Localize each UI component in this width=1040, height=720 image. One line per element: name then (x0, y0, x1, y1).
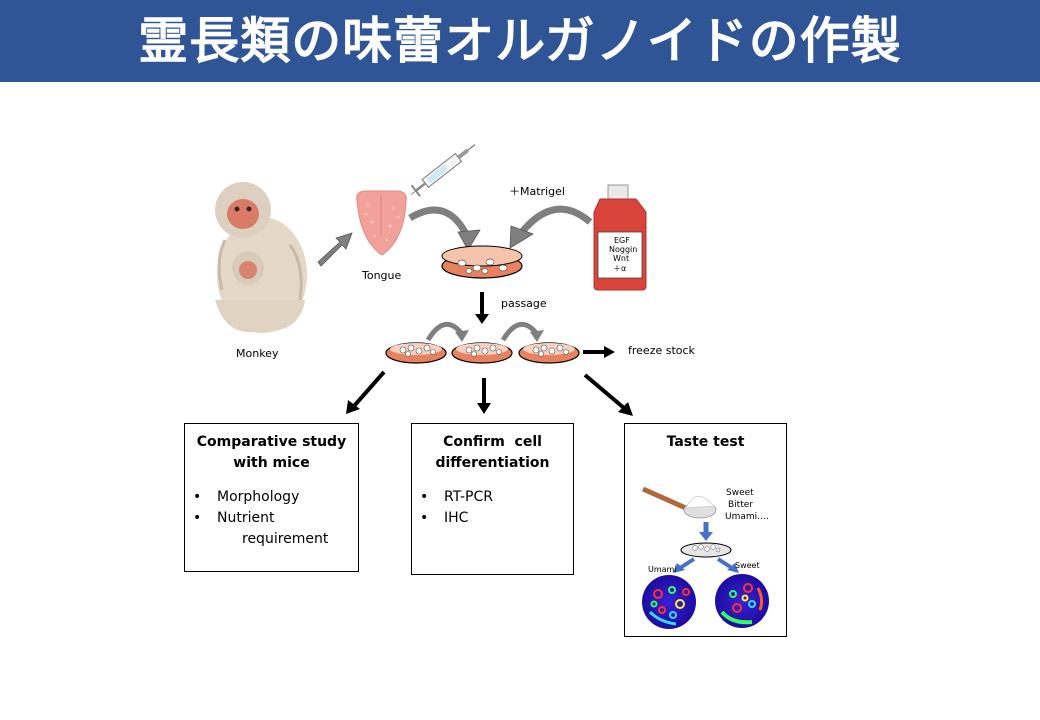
arrowhead-taste (618, 402, 633, 416)
medium-plus-alpha: ＋α (613, 264, 627, 273)
comparative-title-line2: with mice (233, 455, 310, 471)
sweet-label: Sweet (735, 561, 760, 570)
tongue-illustration (356, 190, 407, 256)
monkey-illustration (215, 182, 307, 333)
passage-dishes (385, 342, 580, 364)
list-item-requirement: requirement (242, 531, 329, 547)
list-item-ihc: IHC (414, 508, 573, 529)
tongue-arrowhead (457, 229, 481, 251)
transfer-arrowhead-1 (455, 330, 469, 342)
comparative-study-box: Comparative study with mice Morphology N… (184, 423, 359, 572)
culture-dish (441, 245, 523, 279)
arrowhead-comparative (346, 400, 360, 414)
passage-arrowhead (475, 314, 489, 324)
title-bar: 霊長類の味蕾オルガノイドの作製 (0, 0, 1040, 82)
medium-egf: EGF (614, 236, 630, 245)
passage-dish-1 (385, 342, 447, 364)
tastant-bitter: Bitter (728, 500, 753, 510)
transfer-arrowhead-2 (530, 330, 544, 342)
arrowhead-confirm (477, 403, 491, 414)
matrigel-label: ＋Matrigel (509, 185, 565, 198)
comparative-title-line1: Comparative study (196, 434, 347, 450)
tongue-to-dish-arrow (408, 206, 472, 240)
page-title: 霊長類の味蕾オルガノイドの作製 (138, 12, 902, 70)
arrow-to-comparative (352, 370, 386, 408)
syringe-icon (410, 144, 476, 197)
list-item-morphology: Morphology (187, 487, 358, 508)
umami-imaging (642, 575, 696, 629)
umami-label: Umami (648, 565, 677, 574)
arrow-to-taste (583, 373, 626, 410)
blue-arrow-right (716, 557, 734, 570)
blue-arrowhead-left (673, 563, 685, 573)
medium-arrowhead (509, 225, 534, 249)
monkey-label: Monkey (236, 347, 279, 360)
taste-dish (680, 542, 732, 558)
blue-arrowhead-right (727, 563, 739, 573)
confirm-title-line2: differentiation (435, 455, 550, 471)
confirm-differentiation-box: Confirm cell differentiation RT-PCR IHC (411, 423, 574, 575)
taste-test-title: Taste test (666, 434, 745, 450)
blue-arrowhead-down (699, 532, 713, 541)
passage-dish-3 (518, 342, 580, 364)
passage-dish-2 (451, 342, 513, 364)
tongue-label: Tongue (362, 269, 402, 282)
medium-bottle (593, 184, 647, 291)
list-item-rt-pcr: RT-PCR (414, 487, 573, 508)
transfer-arrow-2 (500, 322, 539, 342)
passage-label: passage (501, 297, 547, 310)
tastant-sweet: Sweet (726, 488, 754, 498)
medium-wnt: Wnt (613, 254, 630, 263)
medium-noggin: Noggin (609, 245, 638, 254)
blue-arrow-left (678, 557, 696, 570)
confirm-title-line1: Confirm cell (443, 434, 542, 450)
freeze-stock-arrowhead (604, 346, 615, 358)
freeze-stock-label: freeze stock (628, 344, 695, 357)
taste-test-box: Taste test (624, 423, 787, 637)
medium-to-dish-arrow (519, 205, 593, 235)
sweet-imaging (715, 574, 769, 628)
list-item-nutrient: Nutrient (187, 508, 358, 529)
transfer-arrow-1 (425, 322, 464, 342)
monkey-to-tongue-arrow (317, 232, 353, 267)
spoon-icon (641, 486, 717, 519)
tastant-umami: Umami…. (725, 512, 769, 522)
